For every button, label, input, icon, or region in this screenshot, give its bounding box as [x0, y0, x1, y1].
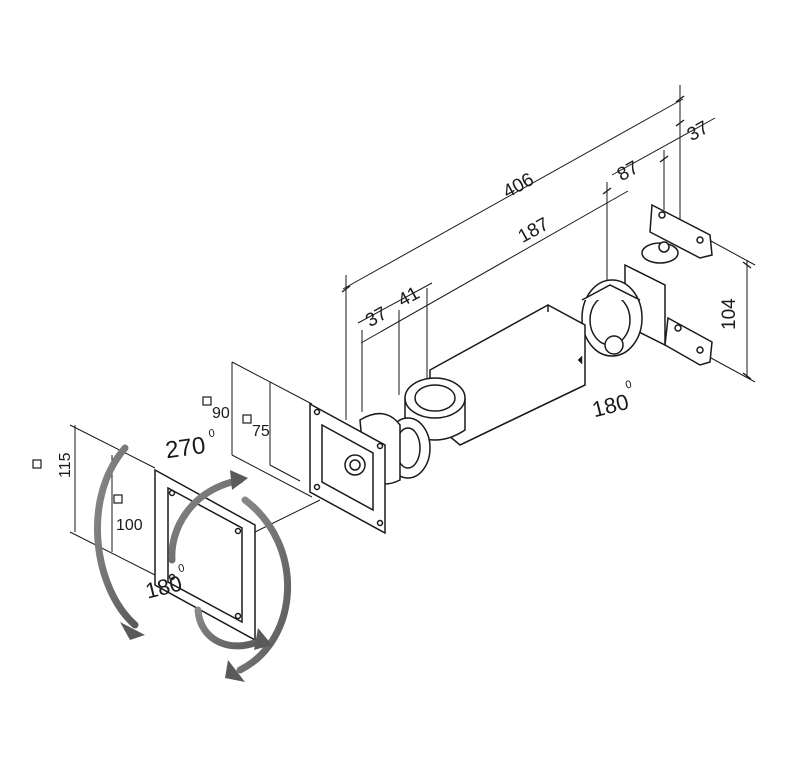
head-vesa-plate	[309, 402, 386, 535]
arrowhead-left	[120, 622, 145, 640]
dim-label-115: 115	[57, 452, 74, 478]
dim-label-100: 100	[116, 517, 143, 534]
degree-mark-180-tilt: 0	[177, 562, 186, 575]
angle-label-270: 270	[164, 432, 207, 464]
rotation-arrowheads	[120, 470, 272, 682]
dim-label-90: 90	[212, 405, 230, 422]
degree-mark-180-wall: 0	[624, 379, 633, 392]
dim-label-187: 187	[515, 214, 553, 248]
square-symbol-100	[113, 494, 123, 504]
square-symbol-115	[32, 459, 42, 469]
dim-label-87: 87	[614, 157, 643, 186]
wall-pivot-joint	[581, 279, 643, 357]
arrowhead-inner	[254, 628, 272, 650]
dim-label-41-head: 41	[395, 283, 424, 312]
square-symbol-75	[242, 414, 252, 424]
arrowhead-bottom	[225, 660, 245, 682]
angle-label-180-wall: 180	[590, 389, 632, 422]
dimension-ticks	[341, 95, 752, 380]
dim-label-75: 75	[252, 423, 270, 440]
wall-bracket	[624, 203, 713, 366]
degree-mark-270: 0	[208, 428, 216, 441]
rotation-arrows	[94, 444, 291, 674]
angle-label-180-tilt: 180	[143, 571, 185, 604]
arrowhead-top	[230, 470, 248, 490]
dim-label-104: 104	[719, 298, 740, 330]
square-symbol-90	[202, 396, 212, 406]
